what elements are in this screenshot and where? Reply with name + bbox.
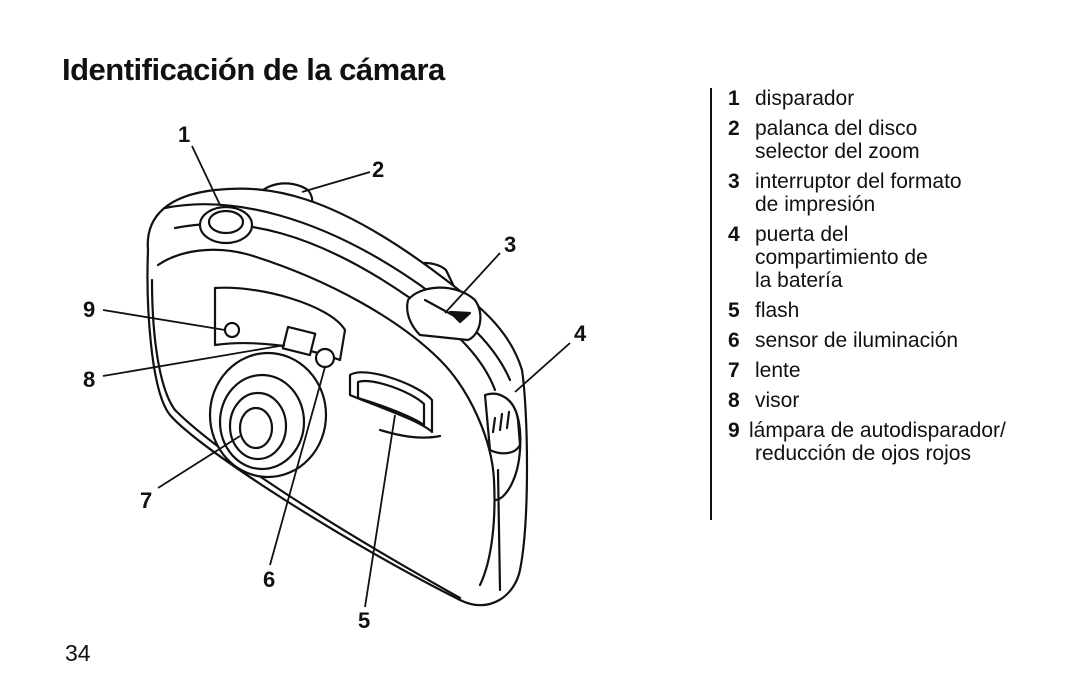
battery-door <box>483 392 522 455</box>
callout-5: 5 <box>358 608 371 633</box>
legend-item: 5 flash <box>728 299 1058 322</box>
legend-item: 6 sensor de iluminación <box>728 329 1058 352</box>
legend-label: reducción de ojos rojos <box>755 442 971 465</box>
legend-number: 5 <box>728 299 740 322</box>
legend-item: 8 visor <box>728 389 1058 412</box>
legend-label: sensor de iluminación <box>755 329 959 352</box>
legend-number: 8 <box>728 389 740 412</box>
legend-number: 2 <box>728 117 740 140</box>
page-title: Identificación de la cámara <box>62 52 445 87</box>
legend-label: palanca del disco <box>755 117 918 140</box>
viewfinder <box>281 325 317 357</box>
legend-item: 2 palanca del disco selector del zoom <box>728 117 1058 163</box>
callout-3: 3 <box>504 232 517 257</box>
legend-number: 9 <box>728 419 740 442</box>
legend-divider <box>710 88 712 520</box>
legend-label: flash <box>755 299 800 322</box>
callout-2: 2 <box>372 157 385 182</box>
legend-label: compartimiento de <box>755 246 928 269</box>
legend-label: lámpara de autodisparador/ <box>749 419 1006 442</box>
callout-7: 7 <box>140 488 153 513</box>
legend-label: puerta del <box>755 223 849 246</box>
legend-label: de impresión <box>755 193 876 216</box>
legend-label: selector del zoom <box>755 140 920 163</box>
legend-item: 7 lente <box>728 359 1058 382</box>
legend-item: 4 puerta del compartimiento de la baterí… <box>728 223 1058 292</box>
legend-label: interruptor del formato <box>755 170 962 193</box>
callout-1: 1 <box>178 122 191 147</box>
legend-item: 1 disparador <box>728 87 1058 110</box>
legend-label: la batería <box>755 269 843 292</box>
self-timer-lamp <box>223 321 241 339</box>
parts-legend: 1 disparador 2 palanca del disco selecto… <box>728 87 1058 472</box>
legend-label: disparador <box>755 87 855 110</box>
legend-number: 6 <box>728 329 740 352</box>
legend-number: 3 <box>728 170 740 193</box>
callout-8: 8 <box>83 367 96 392</box>
callout-4: 4 <box>574 321 587 346</box>
legend-item: 3 interruptor del formato de impresión <box>728 170 1058 216</box>
page-number: 34 <box>65 640 91 666</box>
legend-number: 7 <box>728 359 740 382</box>
legend-item: 9 lámpara de autodisparador/ reducción d… <box>728 419 1058 465</box>
legend-number: 1 <box>728 87 740 110</box>
legend-label: visor <box>755 389 800 412</box>
legend-number: 4 <box>728 223 740 246</box>
callout-9: 9 <box>83 297 96 322</box>
light-sensor <box>314 347 336 369</box>
callout-6: 6 <box>263 567 276 592</box>
legend-label: lente <box>755 359 801 382</box>
